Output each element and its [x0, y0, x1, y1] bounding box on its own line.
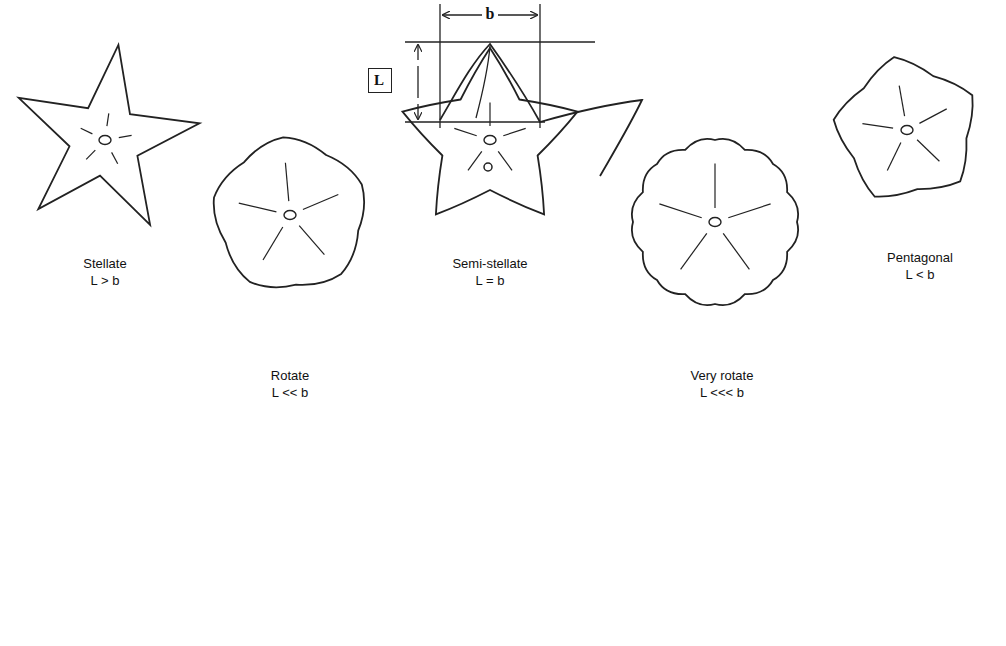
petal-vein [728, 204, 770, 218]
petal-vein [299, 226, 324, 255]
shape-name: Pentagonal [887, 250, 953, 266]
flower-center [901, 126, 913, 135]
petal-vein [899, 86, 904, 117]
petal-vein [263, 227, 283, 260]
petal-vein [454, 128, 476, 135]
flower-center [709, 218, 721, 227]
petal-vein [107, 113, 109, 126]
shape-rule: L <<< b [700, 385, 744, 401]
dimension-box: L [368, 68, 392, 93]
shape-name: Rotate [271, 368, 309, 384]
semi-stellate-corolla [403, 48, 578, 214]
shape-rule: L > b [91, 273, 120, 289]
petal-vein [887, 143, 901, 171]
dimension-letter: L [374, 72, 386, 88]
flower-center [484, 136, 496, 145]
petal-vein [112, 152, 118, 163]
pentagonal-corolla [834, 57, 973, 197]
petal-vein [919, 109, 946, 124]
petal-vein [659, 204, 701, 218]
petal-vein [239, 203, 277, 212]
petal-vein [468, 151, 482, 170]
petal-vein [86, 150, 95, 159]
dimension-detail [405, 4, 642, 176]
petal-vein [498, 151, 512, 170]
petal-vein [503, 128, 525, 135]
shape-rule: L << b [272, 385, 308, 401]
petal-vein [917, 140, 939, 162]
flower-center [284, 211, 296, 220]
shape-name: Semi-stellate [452, 256, 527, 272]
petal-vein [119, 135, 132, 137]
shape-name: Very rotate [691, 368, 754, 384]
dimension-letter: b [486, 6, 495, 22]
shape-rule: L < b [906, 267, 935, 283]
flower-center [99, 136, 111, 145]
petal-vein [81, 128, 93, 134]
petal-vein [862, 124, 893, 128]
very-rotate-corolla [632, 139, 798, 305]
petal-vein [681, 233, 707, 269]
rotate-corolla [214, 137, 364, 287]
petal-vein [714, 164, 715, 209]
petal-vein [303, 195, 338, 210]
petal-vein [285, 163, 288, 201]
shape-name: Stellate [83, 256, 126, 272]
stellate-corolla [19, 45, 200, 225]
shape-rule: L = b [476, 273, 505, 289]
petal-vein [489, 103, 490, 127]
petal-vein [723, 233, 749, 269]
